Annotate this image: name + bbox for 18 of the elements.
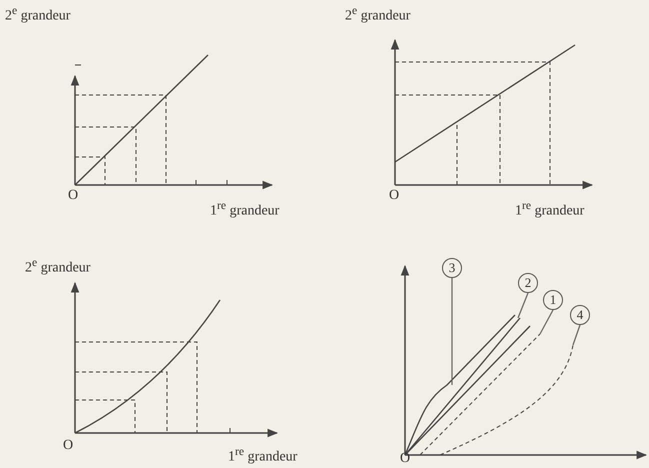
leader-line — [572, 324, 581, 346]
axis-label: 2$^{e}$ grandeur — [5, 3, 70, 25]
origin-label: O — [68, 188, 78, 204]
origin-label: O — [389, 188, 400, 204]
axis-label: 1$^{re}$ grandeur — [210, 198, 280, 220]
callout-number: 2 — [518, 273, 538, 293]
callout-number: 1 — [543, 290, 563, 310]
origin-label: O — [400, 451, 410, 467]
leader-line — [517, 292, 529, 318]
leader-line — [539, 310, 554, 334]
axis-label: 2$^{e}$ grandeur — [25, 255, 90, 277]
axis-label: 1$^{re}$ grandeur — [228, 444, 298, 466]
axis-label: 2$^{e}$ grandeur — [345, 3, 410, 25]
callout-number: 4 — [570, 305, 590, 325]
leader-line — [451, 278, 453, 385]
origin-label: O — [63, 438, 74, 454]
callout-number: 3 — [442, 258, 462, 278]
axis-label: 1$^{re}$ grandeur — [515, 198, 584, 220]
